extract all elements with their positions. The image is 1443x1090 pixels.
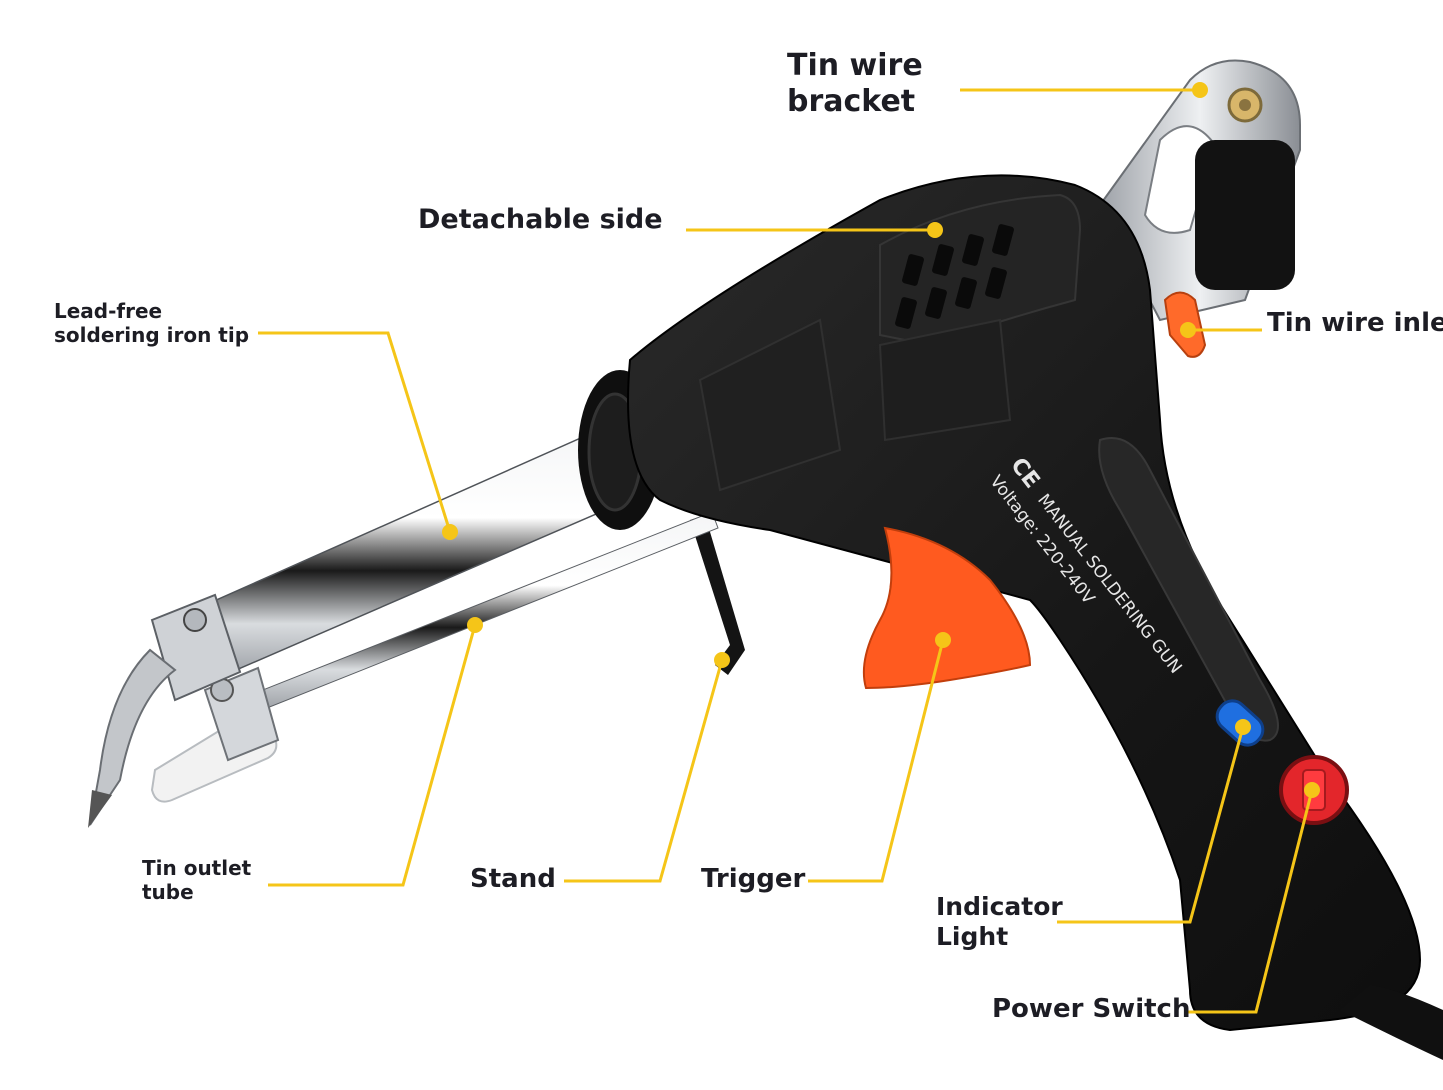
dot-trigger (935, 632, 951, 648)
label-power-switch: Power Switch (992, 994, 1191, 1024)
stand (690, 515, 745, 675)
tin-outlet-tube (150, 511, 719, 803)
dot-tin-wire-bracket (1192, 82, 1208, 98)
dot-tin-wire-inlet (1180, 322, 1196, 338)
leader-tin-outlet-tube (268, 624, 477, 887)
label-indicator-light-line-1: Indicator (936, 892, 1063, 921)
dot-power-switch (1304, 782, 1320, 798)
dot-indicator-light (1235, 719, 1251, 735)
leader-stand (564, 659, 724, 883)
dot-lead-free-tip (442, 524, 458, 540)
label-tin-outlet-tube-line-2: tube (142, 880, 194, 904)
label-lead-free-tip-line-1: Lead-free (54, 299, 163, 323)
label-lead-free-tip-line-2: soldering iron tip (54, 323, 250, 347)
leader-lead-free-tip (258, 331, 452, 533)
label-tin-wire-bracket-line-1: Tin wire (787, 48, 923, 83)
label-tin-wire-bracket: Tin wire bracket (787, 48, 923, 120)
dot-stand (714, 652, 730, 668)
label-indicator-light-line-2: Light (936, 922, 1009, 951)
soldering-iron-barrel (88, 424, 641, 828)
leader-indicator-light (1057, 726, 1245, 924)
leader-power-switch (1186, 789, 1314, 1014)
tin-wire-bracket (1098, 59, 1301, 322)
dot-detachable-side (927, 222, 943, 238)
label-stand: Stand (470, 864, 556, 894)
dot-tin-outlet-tube (467, 617, 483, 633)
label-detachable-side: Detachable side (418, 204, 663, 235)
label-tin-outlet-tube-line-1: Tin outlet (142, 856, 252, 880)
label-indicator-light: Indicator Light (936, 892, 1063, 952)
label-tin-wire-inlet: Tin wire inlet (1267, 308, 1443, 338)
leader-lines (258, 88, 1314, 1014)
leader-trigger (808, 639, 945, 883)
label-tin-wire-bracket-line-2: bracket (787, 84, 916, 119)
label-trigger: Trigger (701, 864, 806, 894)
callout-dots (442, 82, 1320, 798)
trigger (862, 526, 1032, 690)
label-tin-outlet-tube: Tin outlet tube (142, 856, 251, 904)
label-lead-free-tip: Lead-free soldering iron tip (54, 299, 249, 347)
